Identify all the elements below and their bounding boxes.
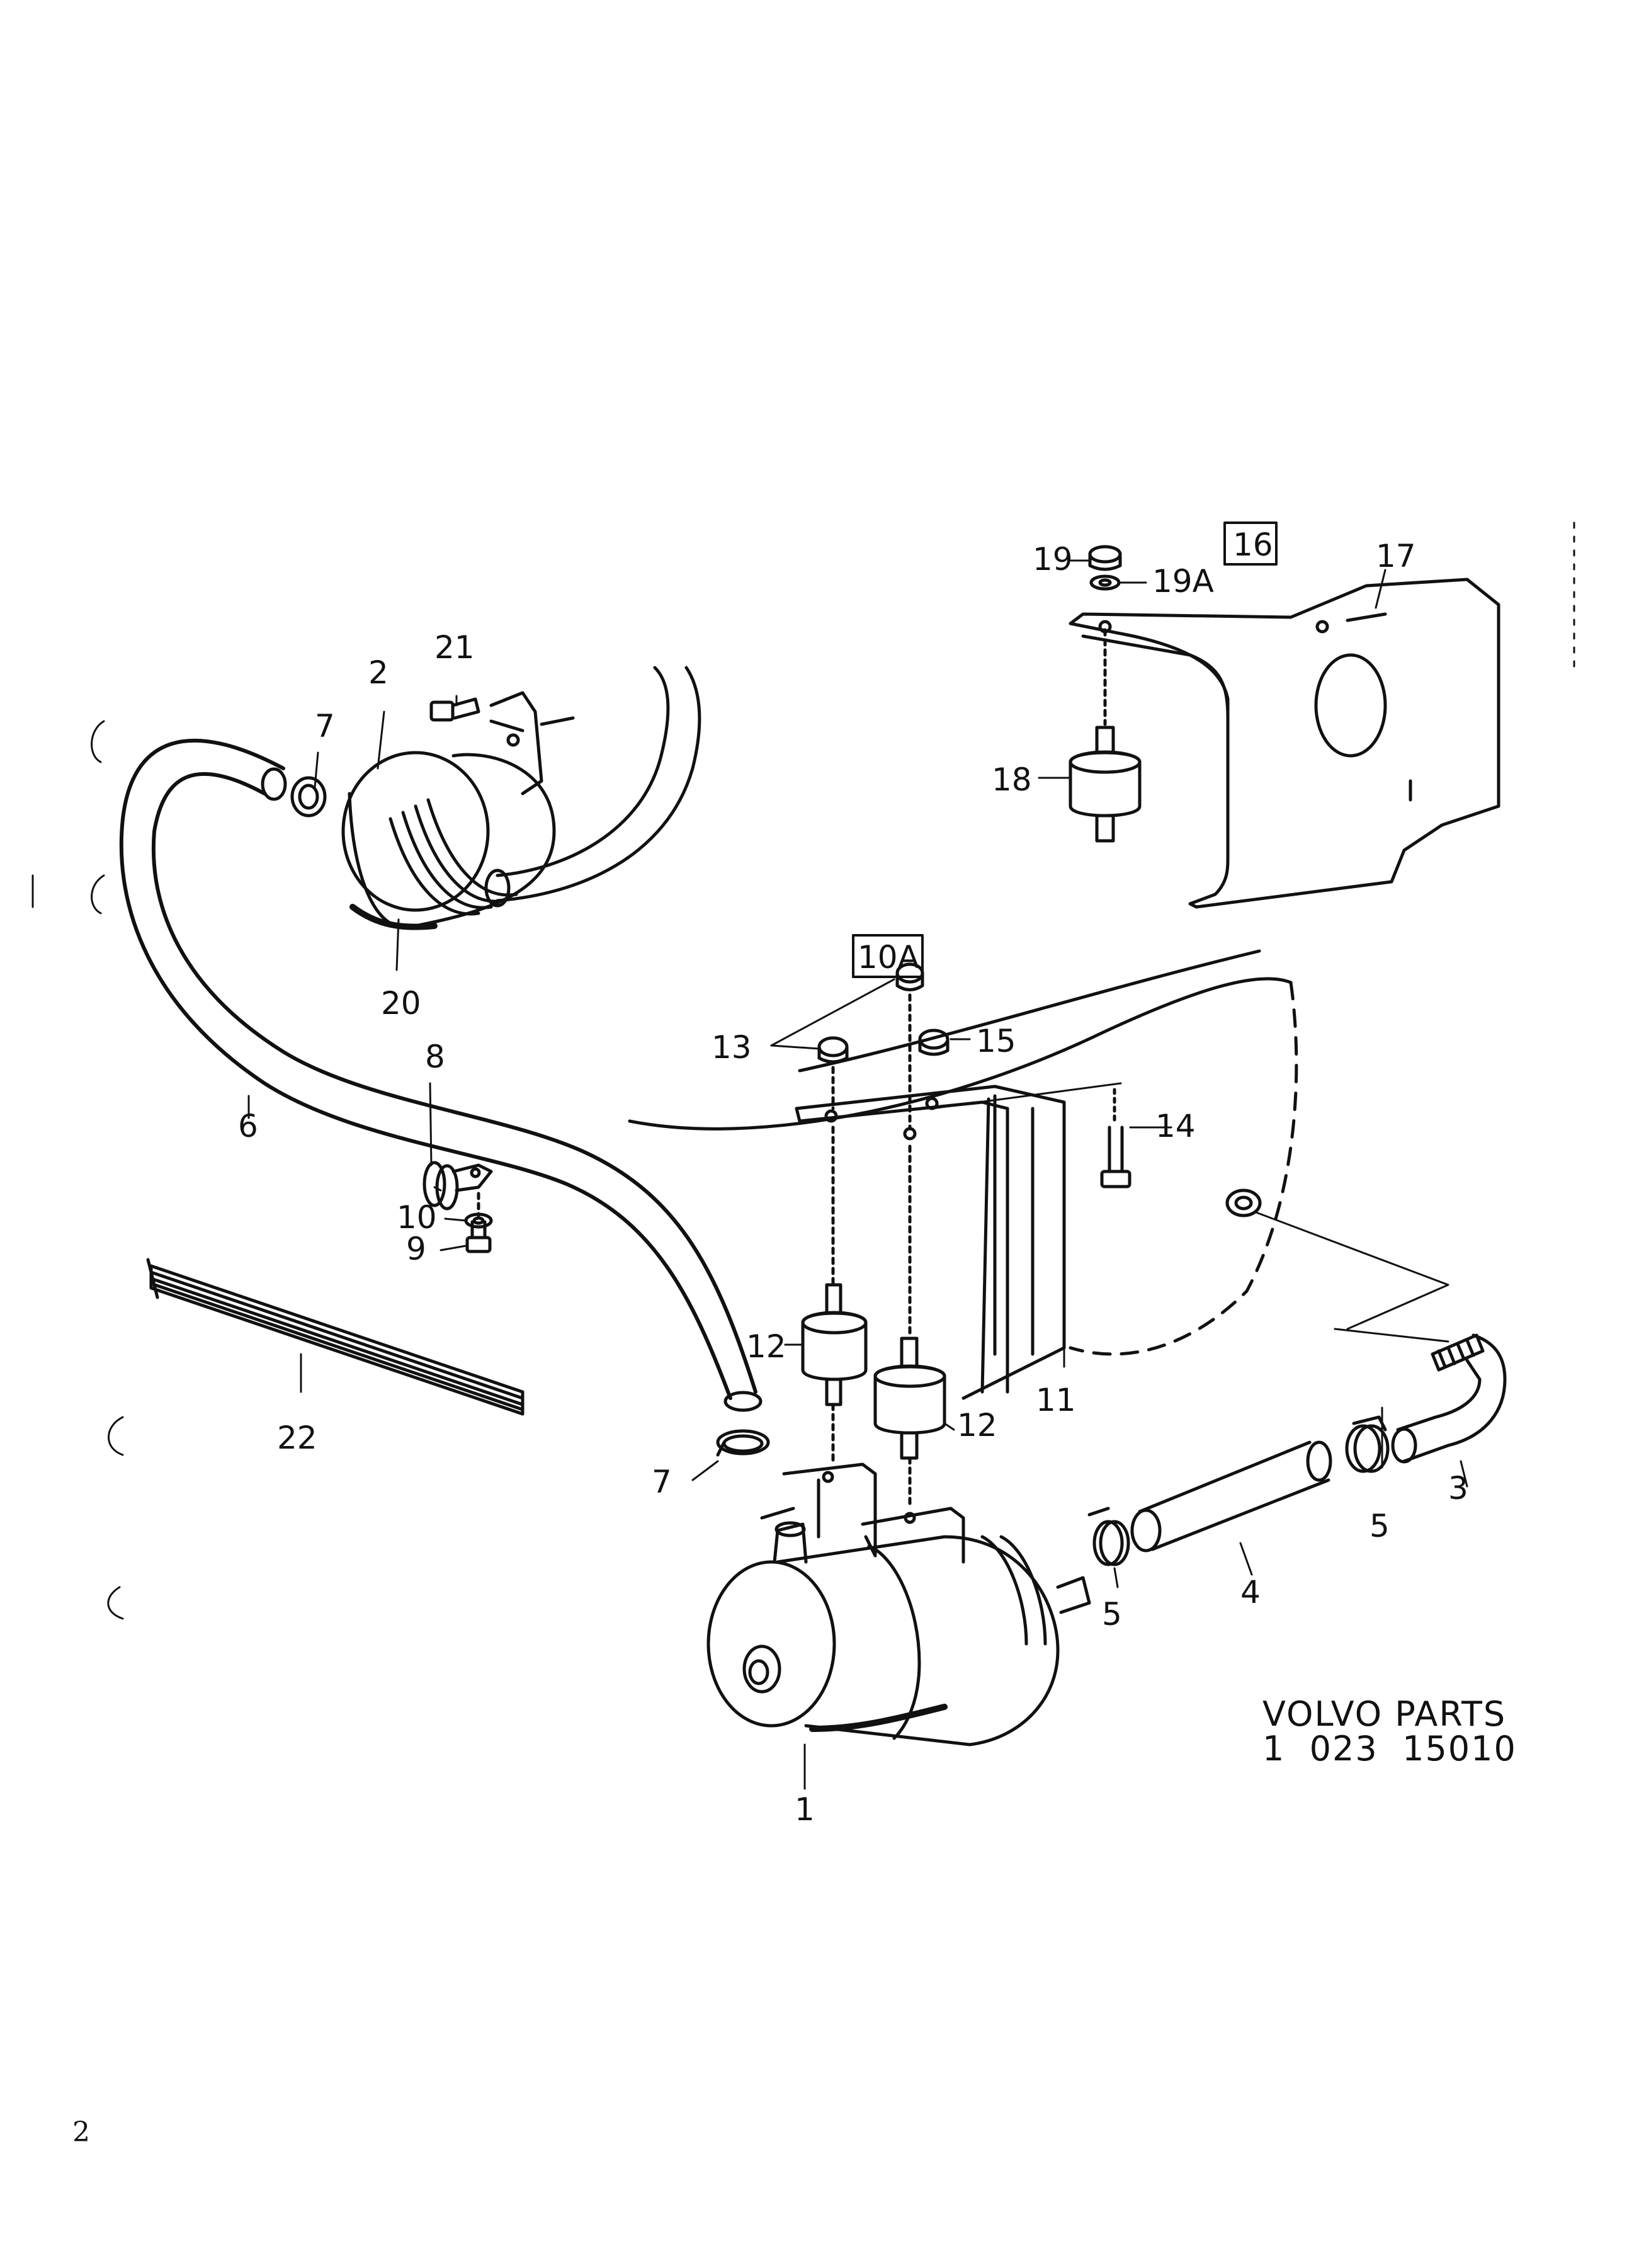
label-15: 15: [976, 1023, 1016, 1059]
label-9: 9: [406, 1231, 426, 1267]
label-18: 18: [992, 761, 1032, 798]
label-12b: 12: [957, 1407, 997, 1444]
nut-13: [817, 1036, 849, 1110]
label-4: 4: [1240, 1574, 1261, 1610]
pump-bracket: [782, 1462, 965, 1564]
label-box-16: [1223, 521, 1278, 566]
clamp-5-right: [1345, 1415, 1390, 1473]
hose-from-filter: [484, 666, 701, 908]
label-7a: 7: [315, 708, 335, 744]
footer-brand: VOLVO PARTS: [1262, 1694, 1506, 1734]
bracket-21: [489, 691, 575, 795]
label-12a: 12: [746, 1328, 786, 1365]
mount-12-left: [801, 1125, 868, 1463]
edge-strip-22: [146, 1258, 525, 1416]
nut-19: [1088, 545, 1122, 571]
hose-6: [119, 738, 763, 1412]
mount-12-right: [873, 1144, 946, 1507]
leader-lines: [247, 559, 1468, 1790]
label-2: 2: [368, 654, 388, 691]
bolt-21: [429, 697, 480, 722]
label-3: 3: [1448, 1470, 1468, 1507]
binder-marks: [31, 521, 1575, 1620]
filter-20: [341, 751, 556, 930]
label-box-10a: [852, 934, 924, 978]
label-20: 20: [381, 985, 421, 1022]
bracket-11: [795, 1082, 1122, 1400]
label-14: 14: [1155, 1108, 1196, 1144]
label-10: 10: [397, 1199, 437, 1236]
tank-nut: [1225, 1188, 1449, 1330]
label-19: 19: [1033, 541, 1073, 578]
label-19a: 19A: [1152, 563, 1214, 600]
label-6: 6: [238, 1108, 258, 1144]
fuel-tank-outline: [628, 949, 1298, 1356]
nut-15: [918, 1029, 950, 1056]
mount-18: [1069, 628, 1142, 843]
label-16: 16: [1233, 527, 1273, 563]
clamp-7-lower: [716, 1429, 770, 1457]
label-21: 21: [434, 629, 475, 666]
label-10a: 10A: [858, 939, 919, 976]
shield-17: [1069, 578, 1500, 909]
label-8: 8: [425, 1039, 445, 1075]
bolt-9: [465, 1192, 492, 1253]
page-number: 2: [72, 2116, 90, 2148]
fuel-pump-1: [706, 1507, 1091, 1747]
bolt-14: [1100, 1088, 1131, 1188]
hose-4: [1130, 1440, 1332, 1553]
label-13: 13: [712, 1029, 752, 1066]
footer-part-number: 1 023 15010: [1262, 1729, 1517, 1769]
clamp-5-left: [1087, 1507, 1130, 1566]
clamp-7-top: [290, 776, 327, 818]
washer-19a: [1089, 574, 1121, 591]
leader-13-lines: [770, 978, 895, 1050]
label-5a: 5: [1102, 1596, 1122, 1633]
label-7b: 7: [652, 1464, 672, 1500]
clamp-8: [423, 1161, 493, 1211]
label-5b: 5: [1370, 1508, 1390, 1544]
label-17: 17: [1376, 538, 1416, 574]
label-22: 22: [277, 1420, 317, 1456]
part-labels: 1 2 3 4 5 5 6 7 7 8 9 10 10A 11 12 12 13…: [238, 527, 1468, 1828]
elbow-fitting-3: [1334, 1328, 1507, 1464]
label-1: 1: [795, 1791, 815, 1828]
label-11: 11: [1036, 1382, 1076, 1418]
